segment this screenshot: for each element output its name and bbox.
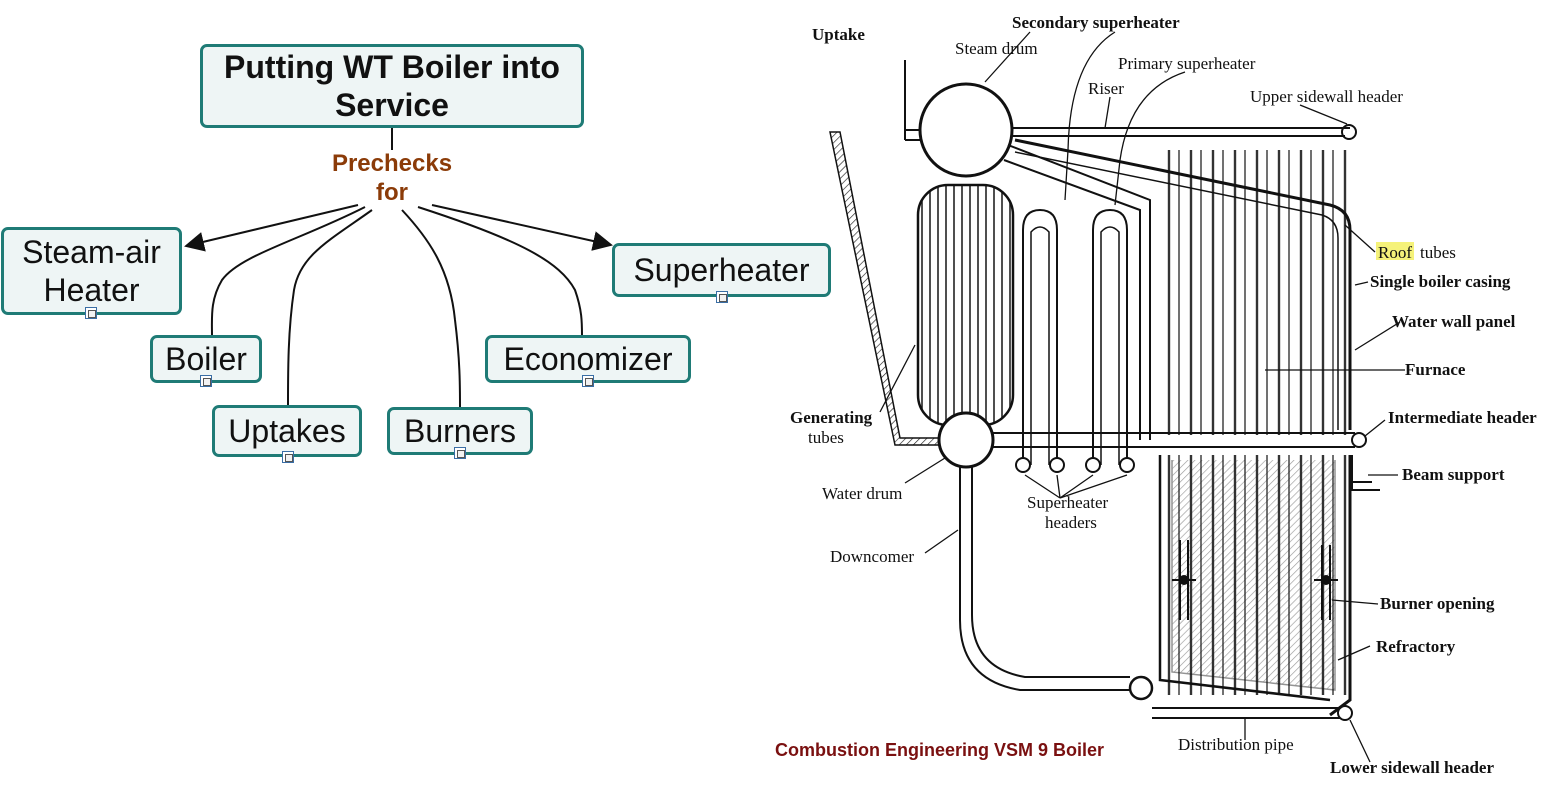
node-steam-air-heater[interactable]: Steam-air Heater	[1, 227, 182, 315]
label-generating: Generating	[790, 408, 873, 427]
casing-lower-wall	[1329, 455, 1352, 717]
label-distribution-pipe: Distribution pipe	[1178, 735, 1294, 754]
label-burner-opening: Burner opening	[1380, 594, 1495, 613]
label-water-wall-panel: Water wall panel	[1392, 312, 1516, 331]
link-to-boiler	[210, 206, 366, 337]
generating-tubes-bank	[916, 183, 1015, 427]
superheater-header-2	[1049, 457, 1065, 473]
upper-sidewall-header	[1341, 124, 1357, 140]
label-water-drum: Water drum	[822, 484, 902, 503]
node-label: Burners	[403, 413, 517, 449]
diagram-caption: Combustion Engineering VSM 9 Boiler	[775, 740, 1105, 760]
downcomer	[959, 467, 1130, 691]
node-label: Superheater	[633, 252, 810, 288]
riser-tubes	[1003, 144, 1151, 440]
burner-opening-left-center	[1179, 575, 1189, 585]
superheater-header-3	[1085, 457, 1101, 473]
label-intermediate-header: Intermediate header	[1388, 408, 1537, 427]
node-superheater[interactable]: Superheater	[612, 243, 831, 297]
roof-tubes-inner	[1014, 151, 1339, 430]
link-to-steam-air-heater	[184, 204, 359, 252]
node-label: Steam-air Heater	[22, 234, 161, 308]
label-primary-superheater: Primary superheater	[1118, 54, 1256, 73]
lower-sidewall-header	[1337, 705, 1353, 721]
title-text: Putting WT Boiler into Service	[224, 49, 560, 123]
label-beam-support: Beam support	[1402, 465, 1505, 484]
node-label: Boiler	[165, 341, 247, 377]
link-to-superheater	[431, 204, 613, 251]
upper-sidewall-header-pipe	[1012, 127, 1345, 137]
document-icon[interactable]	[200, 375, 212, 387]
link-to-economizer	[417, 206, 583, 337]
burner-opening-right-center	[1321, 575, 1331, 585]
document-icon[interactable]	[716, 291, 728, 303]
document-icon[interactable]	[454, 447, 466, 459]
link-to-burners	[401, 209, 461, 408]
beam-support	[1351, 455, 1380, 491]
concept-map-links	[184, 128, 613, 408]
label-roof-tubes: tubes	[1420, 243, 1456, 262]
label-furnace: Furnace	[1405, 360, 1466, 379]
refractory-lining	[1171, 460, 1336, 691]
concept-map-title[interactable]: Putting WT Boiler into Service	[200, 44, 584, 128]
intermediate-header	[1351, 432, 1367, 448]
label-steam-drum: Steam drum	[955, 39, 1038, 58]
node-label: Economizer	[503, 341, 673, 377]
document-icon[interactable]	[85, 307, 97, 319]
superheater-header-1	[1015, 457, 1031, 473]
superheater-loop-2	[1092, 208, 1128, 465]
lower-slope	[1158, 455, 1331, 702]
label-generating-tubes: tubes	[808, 428, 844, 447]
furnace-tube-bank-upper	[1160, 150, 1350, 435]
water-drum	[937, 411, 995, 469]
superheater-loop-2-inner	[1100, 226, 1120, 465]
label-superheater-headers-1: Superheater	[1027, 493, 1109, 512]
roof-highlight	[1376, 242, 1414, 260]
label-uptake: Uptake	[812, 25, 865, 44]
label-roof: Roof	[1378, 243, 1412, 262]
superheater-loop-1	[1022, 208, 1058, 465]
superheater-loop-1-inner	[1030, 226, 1050, 465]
node-uptakes[interactable]: Uptakes	[212, 405, 362, 457]
distribution-header	[1128, 675, 1154, 701]
link-label-prechecks: Prechecks for	[331, 150, 453, 206]
intermediate-pipe	[993, 432, 1355, 448]
steam-drum	[918, 82, 1014, 178]
label-upper-sidewall-header: Upper sidewall header	[1250, 87, 1403, 106]
distribution-pipe	[1152, 707, 1340, 719]
node-label: Uptakes	[228, 413, 346, 449]
document-icon[interactable]	[282, 451, 294, 463]
link-to-uptakes	[287, 209, 373, 406]
label-downcomer: Downcomer	[830, 547, 914, 566]
label-secondary-superheater: Secondary superheater	[1012, 13, 1180, 32]
label-refractory: Refractory	[1376, 637, 1456, 656]
label-single-boiler-casing: Single boiler casing	[1370, 272, 1511, 291]
label-lower-sidewall-header: Lower sidewall header	[1330, 758, 1494, 777]
label-riser: Riser	[1088, 79, 1124, 98]
superheater-header-4	[1119, 457, 1135, 473]
document-icon[interactable]	[582, 375, 594, 387]
label-superheater-headers-2: headers	[1045, 513, 1097, 532]
